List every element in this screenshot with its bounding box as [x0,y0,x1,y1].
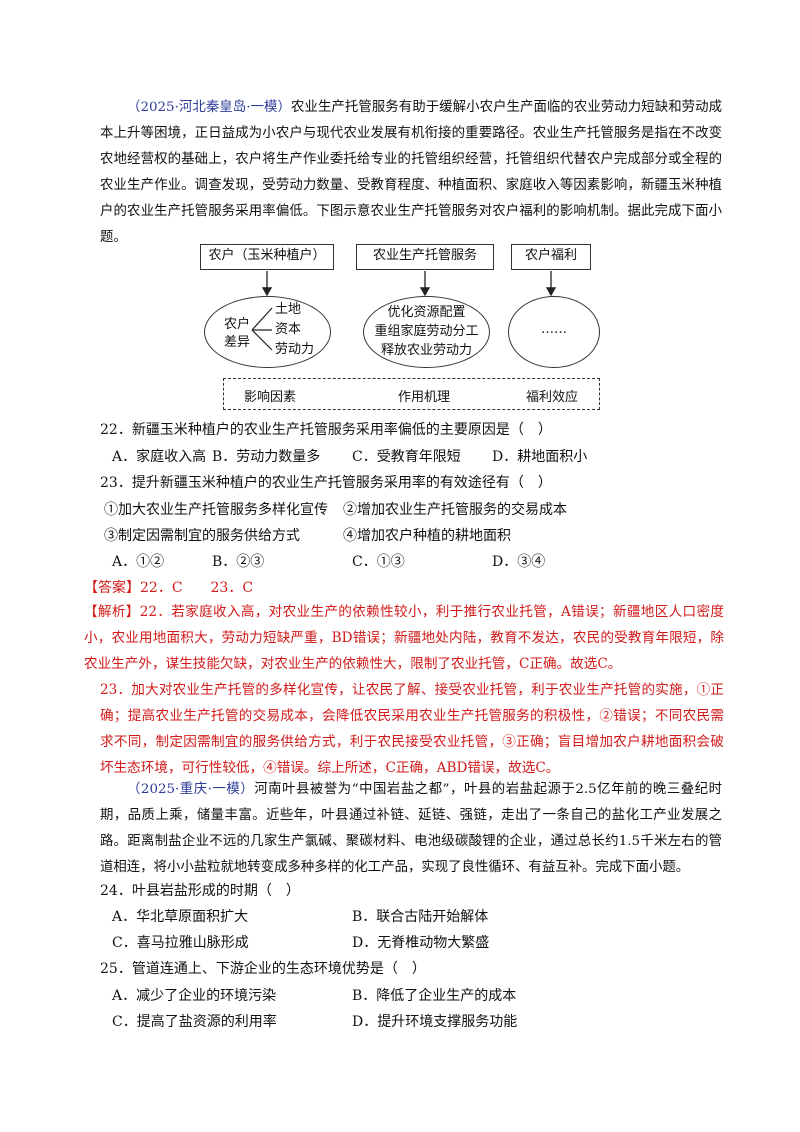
q22-option-a: A．家庭收入高 [112,449,207,465]
question-22-stem: 22．新疆玉米种植户的农业生产托管服务采用率偏低的主要原因是（ ） [100,422,552,438]
answer-block-1: 【答案】22．C 23．C [84,578,253,598]
q24-option-c: C．喜马拉雅山脉形成 [112,935,249,951]
q24-option-d: D．无脊椎动物大繁盛 [352,935,490,951]
q23-option-a: A．①② [112,554,165,570]
analysis-23: 23．加大对农业生产托管的多样化宣传，让农民了解、接受农业托管，利于农业生产托管… [100,682,724,776]
label-mechanism: 作用机理 [398,390,451,405]
label-welfare-effect: 福利效应 [526,390,579,405]
q25-option-d: D．提升环境支撑服务功能 [352,1014,518,1030]
diagram-ellipse-effects [508,296,600,368]
diagram-box-welfare: 农户福利 [511,244,591,270]
factor-list: 土地 资本 劳动力 [275,302,315,357]
passage-1-source: （2025·河北秦皇岛·一模） [127,100,291,115]
q25-option-a: A．减少了企业的环境污染 [112,988,277,1004]
question-23-stem: 23．提升新疆玉米种植户的农业生产托管服务采用率的有效途径有（ ） [100,475,552,491]
mechanism-list: 优化资源配置 重组家庭劳动分工 释放农业劳动力 [374,305,479,358]
passage-2-source: （2025·重庆·一模） [127,782,255,797]
diagram-box-service: 农业生产托管服务 [356,244,494,270]
q23-item-2: ②增加农业生产托管服务的交易成本 [343,502,567,518]
analysis-label: 【解析】 [84,604,140,620]
diagram-ellipse-mechanism [363,296,490,368]
q23-option-c: C．①③ [352,554,405,570]
question-25-stem: 25．管道连通上、下游企业的生态环境优势是（ ） [100,961,426,977]
passage-1-text: 农业生产托管服务有助于缓解小农户生产面临的农业劳动力短缺和劳动成本上升等困境，正… [100,100,723,245]
q22-option-d: D．耕地面积小 [492,449,588,465]
q23-item-3: ③制定因需制宜的服务供给方式 [104,528,300,544]
q23-option-d: D．③④ [492,554,546,570]
q22-option-b: B．劳动力数量多 [212,449,321,465]
answer-label: 【答案】 [84,580,140,596]
passage-2: （2025·重庆·一模）河南叶县被誉为“中国岩盐之都”，叶县的岩盐起源于2.5亿… [100,777,722,881]
q24-option-b: B．联合古陆开始解体 [352,909,489,925]
answer-text: 22．C 23．C [140,580,254,596]
diagram-box-farmers: 农户（玉米种植户） [200,244,334,270]
q25-option-c: C．提高了盐资源的利用率 [112,1014,277,1030]
question-24-stem: 24．叶县岩盐形成的时期（ ） [100,883,300,899]
analysis-22: 【解析】22．若家庭收入高，对农业生产的依赖性较小，利于推行农业托管，A错误；新… [84,604,724,672]
passage-1: （2025·河北秦皇岛·一模）农业生产托管服务有助于缓解小农户生产面临的农业劳动… [100,95,722,251]
q23-item-4: ④增加农户种植的耕地面积 [343,528,511,544]
label-influence-factors: 影响因素 [244,390,297,405]
q23-item-1: ①加大农业生产托管服务多样化宣传 [104,502,328,518]
q25-option-b: B．降低了企业生产的成本 [352,988,517,1004]
farmer-difference-label: 农户差异 [224,317,251,350]
q23-option-b: B．②③ [212,554,265,570]
effects-ellipsis: …… [541,322,567,337]
diagram-ellipse-factors [204,296,331,368]
diagram-label-frame [223,378,600,410]
q24-option-a: A．华北草原面积扩大 [112,909,249,925]
q22-option-c: C．受教育年限短 [352,449,461,465]
passage-2-text: 河南叶县被誉为“中国岩盐之都”，叶县的岩盐起源于2.5亿年前的晚三叠纪时期，品质… [100,782,722,875]
